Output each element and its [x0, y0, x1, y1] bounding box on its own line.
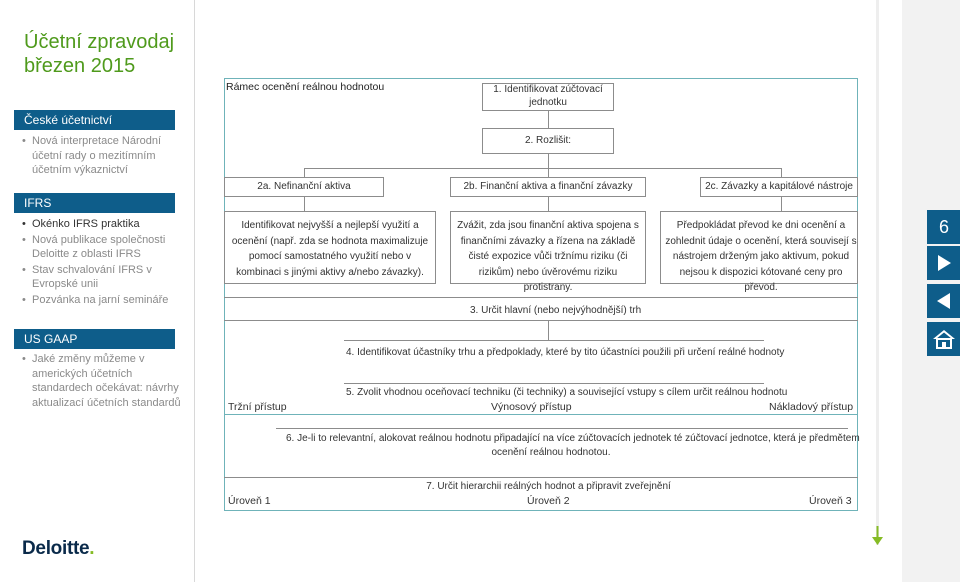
sidebar-item-usgaap-changes[interactable]: Jaké změny můžeme v amerických účetních … — [22, 352, 182, 410]
section-list-czech: Nová interpretace Národní účetní rady o … — [22, 134, 182, 179]
scroll-track[interactable] — [876, 0, 879, 545]
section-heading-ifrs[interactable]: IFRS — [14, 193, 175, 213]
step4-top-line — [344, 340, 764, 341]
step6-label-line1: 6. Je-li to relevantní, alokovat reálnou… — [286, 433, 860, 444]
section-list-usgaap: Jaké změny můžeme v amerických účetních … — [22, 352, 182, 411]
step5-top-line — [344, 383, 764, 384]
logo-dot: . — [89, 538, 95, 559]
previous-page-button[interactable] — [927, 284, 960, 318]
logo-text: Deloitte — [22, 538, 90, 559]
section-heading-usgaap[interactable]: US GAAP — [14, 329, 175, 349]
step7-label: 7. Určit hierarchii reálných hodnot a př… — [426, 481, 671, 492]
approach-income: Výnosový přístup — [491, 401, 572, 413]
merge-line — [224, 297, 858, 298]
section-heading-czech[interactable]: České účetnictví — [14, 110, 175, 130]
step5-label: 5. Zvolit vhodnou oceňovací techniku (či… — [346, 387, 788, 398]
sidebar-item-national-council[interactable]: Nová interpretace Národní účetní rady o … — [22, 134, 182, 178]
next-page-button[interactable] — [927, 246, 960, 280]
step3-label: 3. Určit hlavní (nebo nejvýhodnější) trh — [470, 305, 642, 316]
step2b-box — [450, 177, 646, 197]
step2c-box — [700, 177, 858, 197]
framework-frame — [224, 78, 858, 511]
connector-2c-desc — [781, 197, 782, 211]
step2-box — [482, 128, 614, 154]
step2a-label: 2a. Nefinanční aktiva — [257, 181, 351, 192]
step1-box — [482, 83, 614, 111]
page-number-badge: 6 — [927, 210, 960, 244]
desc2c-box — [660, 211, 858, 284]
deloitte-logo: Deloitte. — [22, 538, 95, 560]
step2-label: 2. Rozlišit: — [524, 135, 572, 146]
connector-2a-desc — [304, 197, 305, 211]
step5-bottom-line — [224, 414, 858, 415]
level1-label: Úroveň 1 — [228, 495, 271, 507]
sidebar-item-deloitte-publication[interactable]: Nová publikace společnosti Deloitte z ob… — [22, 233, 182, 262]
step2b-label: 2b. Finanční aktiva a finanční závazky — [463, 181, 633, 192]
step1-label: 1. Identifikovat zúčtovací jednotku — [493, 84, 603, 108]
branch-2c — [781, 168, 782, 177]
approach-cost: Nákladový přístup — [769, 401, 854, 413]
sidebar-item-seminars[interactable]: Pozvánka na jarní semináře — [22, 293, 182, 308]
step2a-box — [224, 177, 384, 197]
home-icon — [933, 330, 955, 349]
publication-title-line1: Účetní zpravodaj — [24, 31, 175, 53]
level3-label: Úroveň 3 — [809, 495, 852, 507]
publication-title-line2: březen 2015 — [24, 55, 136, 77]
fair-value-framework-diagram: Rámec ocenění reálnou hodnotou 1. Identi… — [196, 0, 901, 582]
connector-2b-desc — [548, 197, 549, 211]
step4-label: 4. Identifikovat účastníky trhu a předpo… — [346, 347, 785, 358]
connector-1-2 — [548, 111, 549, 128]
sidebar-item-eu-endorsement[interactable]: Stav schvalování IFRS v Evropské unii — [22, 263, 182, 292]
branch-line — [304, 168, 781, 169]
sidebar-item-ifrs-window[interactable]: Okénko IFRS praktika — [22, 217, 182, 232]
connector-2-branch — [548, 154, 549, 168]
step6-label-line2: ocenění reálnou hodnotou. — [491, 447, 611, 458]
desc2b-box — [450, 211, 646, 284]
right-navigation: 6 — [902, 0, 960, 582]
connector-3-4 — [548, 320, 549, 340]
play-left-icon — [937, 293, 950, 309]
framework-title: Rámec ocenění reálnou hodnotou — [226, 81, 385, 93]
scroll-down-arrow-icon[interactable] — [871, 526, 884, 546]
desc2a-text: Identifikovat nejvyšší a nejlepší využit… — [231, 220, 429, 278]
step6-top-line — [276, 428, 848, 429]
step2c-label: 2c. Závazky a kapitálové nástroje — [705, 181, 853, 192]
step3-bottom-line — [224, 320, 858, 321]
section-list-ifrs: Okénko IFRS praktika Nová publikace spol… — [22, 217, 182, 308]
desc2b-text: Zvážit, zda jsou finanční aktiva spojena… — [457, 220, 639, 293]
publication-title: Účetní zpravodaj březen 2015 — [24, 30, 174, 78]
approach-market: Tržní přístup — [228, 401, 287, 413]
desc2a-box — [224, 211, 436, 284]
level2-label: Úroveň 2 — [527, 495, 570, 507]
branch-2b — [548, 168, 549, 177]
step7-top-line — [224, 477, 858, 478]
branch-2a — [304, 168, 305, 177]
play-right-icon — [938, 255, 951, 271]
home-button[interactable] — [927, 322, 960, 356]
desc2c-text: Předpokládat převod ke dni ocenění a zoh… — [665, 220, 857, 293]
sidebar: Účetní zpravodaj březen 2015 České účetn… — [0, 0, 195, 582]
